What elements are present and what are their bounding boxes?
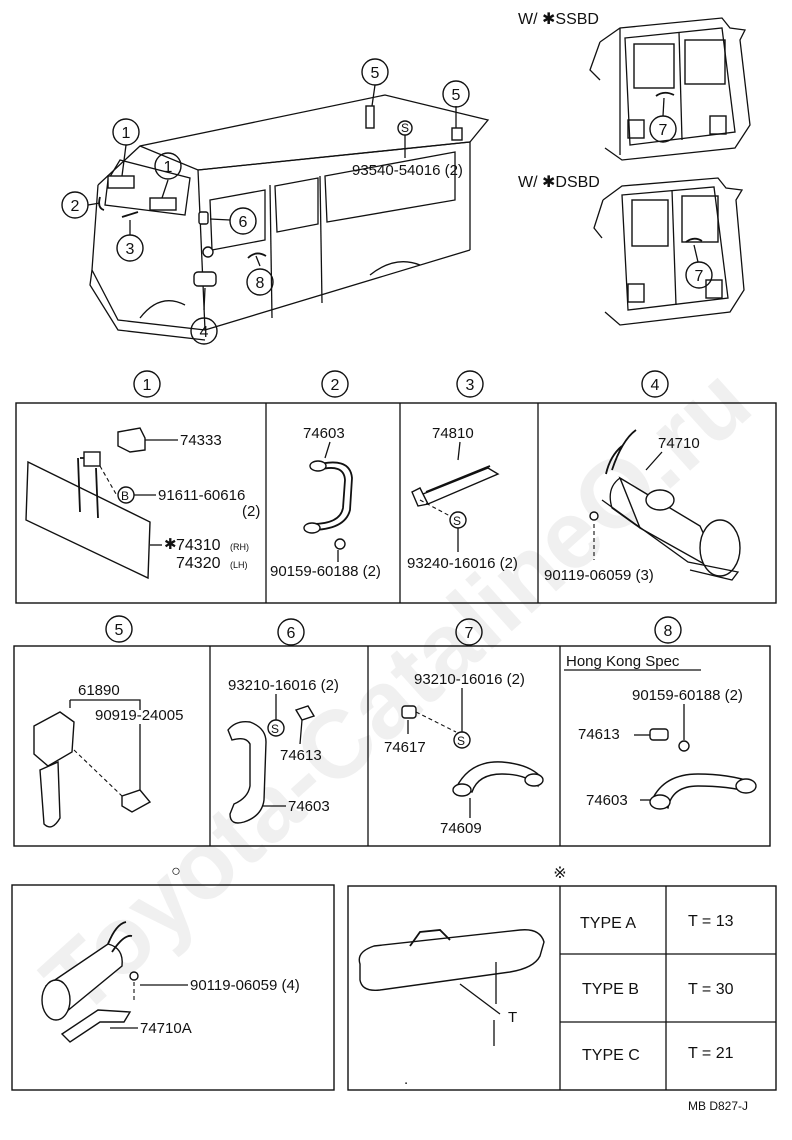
van-overview xyxy=(89,94,490,341)
lamp-5b-mark xyxy=(451,127,463,141)
callout-1b: 1 xyxy=(164,159,173,176)
callout-2: 2 xyxy=(71,198,80,215)
section-6-grip: 93210-16016 (2) S 74613 74603 xyxy=(227,677,339,824)
br-dot: . xyxy=(404,1071,408,1088)
s1-part-74310-sfx: (RH) xyxy=(230,542,249,552)
s4-part-90119: 90119-06059 (3) xyxy=(544,567,654,584)
section-3-assist-grip: 74810 S 93240-16016 (2) xyxy=(407,425,518,572)
s2-part-90159: 90159-60188 (2) xyxy=(270,563,381,580)
diagram-code: MB D827-J xyxy=(688,1099,748,1113)
overview-callouts: 1 1 2 3 4 5 5 6 8 xyxy=(61,58,470,345)
section-callout-3: 3 xyxy=(466,377,475,394)
s3-part-93240: 93240-16016 (2) xyxy=(407,555,518,572)
s8-part-74603: 74603 xyxy=(586,792,628,809)
s1-mark: ✱ xyxy=(164,536,177,553)
sunvisor-rh-mark xyxy=(107,175,135,189)
s6-part-74603: 74603 xyxy=(288,798,330,815)
bottom-right-symbol: ※ xyxy=(553,865,566,882)
bottom-left-panel: ○ 90119-06059 (4) 74710A xyxy=(11,863,335,1091)
dsbd-label: W/ ✱DSBD xyxy=(518,174,600,191)
overview-screw-part: 93540-54016 (2) xyxy=(352,162,463,179)
extinguisher-mark xyxy=(193,271,217,287)
grip-3-mark xyxy=(121,211,139,218)
row-2-callouts: 5 6 7 8 xyxy=(105,615,682,646)
rear-view-ssbd: W/ ✱SSBD 7 xyxy=(518,11,751,161)
section-callout-6: 6 xyxy=(287,625,296,642)
callout-3: 3 xyxy=(126,241,135,258)
s8-part-90159: 90159-60188 (2) xyxy=(632,687,743,704)
section-callout-8: 8 xyxy=(664,623,673,640)
callout-5b: 5 xyxy=(452,87,461,104)
section-callout-2: 2 xyxy=(331,377,340,394)
s5-part-61890: 61890 xyxy=(78,682,120,699)
s1-part-91611: 91611-60616 xyxy=(158,487,245,504)
callout-1a: 1 xyxy=(122,125,131,142)
callout-5a: 5 xyxy=(371,65,380,82)
s3-screw-symbol: S xyxy=(453,514,461,528)
rear-view-dsbd: W/ ✱DSBD 7 xyxy=(518,174,745,326)
br-t-label: T xyxy=(508,1009,517,1026)
ssbd-label: W/ ✱SSBD xyxy=(518,11,599,28)
callout-6: 6 xyxy=(239,214,248,231)
sunvisor-lh-mark xyxy=(149,197,177,211)
callout-7b: 7 xyxy=(695,268,704,285)
s4-part-74710: 74710 xyxy=(658,435,700,452)
s1-part-91611-qty: (2) xyxy=(242,503,260,520)
s7-part-74609: 74609 xyxy=(440,820,482,837)
bl-part-90119: 90119-06059 (4) xyxy=(190,977,300,994)
section-1-sunvisor: 74333 B 91611-60616 (2) ✱ 74310 (RH) 743… xyxy=(25,427,260,580)
s1-part-74320: 74320 xyxy=(176,555,221,572)
section-7-grip: 93210-16016 (2) S 74617 74609 xyxy=(384,671,544,837)
section-4-extinguisher: 74710 90119-06059 (3) xyxy=(544,429,741,584)
s1-bolt-symbol: B xyxy=(121,489,129,503)
s1-part-74320-sfx: (LH) xyxy=(230,560,248,570)
overview-parts: S 93540-54016 (2) xyxy=(87,84,463,311)
row-1-callouts: 1 2 3 4 xyxy=(133,370,669,398)
s2-part-74603: 74603 xyxy=(303,425,345,442)
grip-2-mark xyxy=(98,196,105,211)
bracket-mark xyxy=(202,246,214,258)
s6-screw-symbol: S xyxy=(271,722,279,736)
section-callout-1: 1 xyxy=(143,377,152,394)
callout-8: 8 xyxy=(256,275,265,292)
lamp-5a-mark xyxy=(365,105,375,129)
s6-part-74613: 74613 xyxy=(280,747,322,764)
s1-part-74310: 74310 xyxy=(176,537,221,554)
grip-8-mark xyxy=(247,252,267,259)
bl-part-74710a: 74710A xyxy=(140,1020,192,1037)
row-2-frame xyxy=(13,645,771,847)
s7-screw-symbol: S xyxy=(457,734,465,748)
screw-symbol-text: S xyxy=(401,121,409,135)
section-5-lamp: 61890 90919-24005 xyxy=(33,682,183,828)
s8-title: Hong Kong Spec xyxy=(566,653,680,670)
s3-part-74810: 74810 xyxy=(432,425,474,442)
s1-part-74333: 74333 xyxy=(180,432,222,449)
bottom-right-panel: ※ T . TYPE A T = 13 TYPE B T = 30 TYPE C… xyxy=(347,865,777,1091)
grip-6-mark xyxy=(198,211,209,225)
br-type-b: TYPE B xyxy=(582,981,639,998)
br-value-b: T = 30 xyxy=(688,981,734,998)
section-callout-4: 4 xyxy=(651,377,660,394)
s8-part-74613: 74613 xyxy=(578,726,620,743)
br-value-c: T = 21 xyxy=(688,1045,734,1062)
br-type-c: TYPE C xyxy=(582,1047,640,1064)
bottom-left-symbol: ○ xyxy=(171,863,181,880)
section-callout-7: 7 xyxy=(465,625,474,642)
br-value-a: T = 13 xyxy=(688,913,734,930)
callout-4: 4 xyxy=(200,324,209,341)
row-1-frame xyxy=(15,402,777,604)
br-type-a: TYPE A xyxy=(580,915,636,932)
s7-part-93210: 93210-16016 (2) xyxy=(414,671,525,688)
s6-part-93210: 93210-16016 (2) xyxy=(228,677,339,694)
s5-part-90919: 90919-24005 xyxy=(95,707,183,724)
section-2-grip: 74603 90159-60188 (2) xyxy=(270,425,381,580)
section-8-grip: Hong Kong Spec 90159-60188 (2) 74613 746… xyxy=(564,653,757,810)
callout-7a: 7 xyxy=(659,122,668,139)
s7-part-74617: 74617 xyxy=(384,739,426,756)
section-callout-5: 5 xyxy=(115,622,124,639)
